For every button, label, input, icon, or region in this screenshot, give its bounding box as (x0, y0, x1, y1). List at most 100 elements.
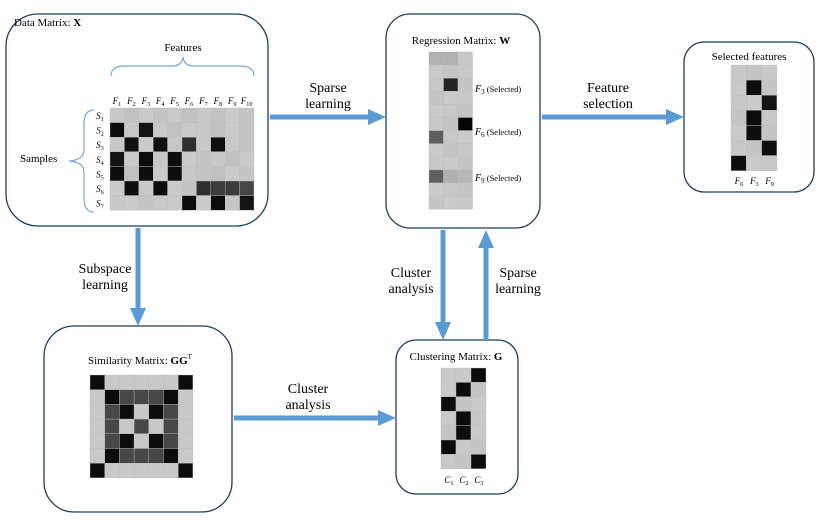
data-matrix-col-label: F1 (112, 96, 122, 108)
regression-matrix-cell (443, 195, 459, 210)
similarity-matrix-cell (177, 389, 194, 405)
regression-matrix-cell (428, 169, 444, 184)
clustering-matrix-cell (470, 425, 487, 441)
regression-matrix-cell (443, 91, 459, 105)
similarity-matrix-cell (148, 404, 164, 420)
data-matrix-cell (138, 195, 154, 211)
data-matrix-cell (124, 166, 140, 182)
similarity-matrix-cell (148, 448, 164, 464)
data-matrix-title: Data Matrix: X (14, 17, 81, 29)
selected-features-cell (746, 140, 762, 156)
clustering-matrix-cell (455, 367, 472, 383)
arrow-sparse-learning-up (478, 230, 494, 340)
selected-features-col-label: F9 (764, 176, 774, 188)
data-matrix-row-label: S2 (96, 126, 104, 138)
data-matrix-col-label: F2 (126, 96, 136, 108)
similarity-matrix-cell (119, 433, 135, 449)
data-matrix-row-label: S4 (96, 155, 105, 167)
clustering-matrix-cell (455, 411, 472, 426)
clustering-matrix-cell (440, 439, 457, 455)
selected-features-cell (730, 140, 747, 156)
regression-matrix-cell (457, 169, 473, 184)
data-matrix-cell (210, 166, 226, 182)
data-matrix-cell (224, 136, 240, 152)
regression-matrix-cell (443, 104, 459, 118)
data-matrix-row-label: S7 (96, 199, 104, 211)
clustering-matrix-cell (470, 439, 487, 455)
regression-matrix-cell (428, 195, 444, 210)
data-matrix-cell (138, 166, 154, 182)
data-matrix-cell (167, 122, 183, 138)
regression-matrix-cell (443, 143, 459, 157)
label-sparse-learning-top-1: Sparse (309, 81, 346, 96)
features-label: Features (164, 42, 201, 54)
similarity-matrix-cell (163, 374, 179, 390)
data-matrix-cell (167, 166, 183, 182)
data-matrix-cell (152, 122, 168, 138)
data-matrix-cell (239, 166, 255, 182)
similarity-matrix-cell (89, 448, 105, 464)
similarity-matrix-cell (104, 389, 120, 405)
similarity-matrix-cell (89, 418, 105, 435)
regression-matrix-cell (443, 156, 459, 171)
regression-matrix-title: Regression Matrix: W (412, 35, 510, 47)
label-subspace-learning-2: learning (82, 278, 128, 293)
arrow-subspace-learning (130, 228, 146, 326)
data-matrix-cell (224, 151, 240, 167)
data-matrix-cell (196, 151, 211, 167)
label-feature-selection-2: selection (583, 97, 633, 112)
data-matrix-cell (210, 180, 226, 196)
clustering-matrix-cell (440, 411, 457, 426)
selected-features-cell (730, 155, 747, 171)
clustering-matrix-cell (470, 396, 487, 412)
data-matrix-cell (138, 107, 154, 123)
data-matrix-cell (167, 151, 183, 167)
regression-selected-label: F9 (Selected) (474, 173, 521, 185)
similarity-matrix-cell (177, 448, 194, 464)
arrow-feature-selection (542, 109, 684, 125)
data-matrix-cell (196, 122, 211, 138)
data-matrix-cell (167, 107, 183, 123)
clustering-matrix-cell (440, 367, 457, 383)
samples-brace (68, 109, 95, 213)
regression-matrix-cell (457, 143, 473, 157)
selected-features-cell (730, 125, 747, 141)
label-cluster-analysis-vertical-1: Cluster (391, 266, 432, 281)
data-matrix-cell (239, 136, 255, 152)
similarity-matrix-cell (89, 389, 105, 405)
similarity-matrix-cell (177, 433, 194, 449)
data-matrix-cell (196, 180, 211, 196)
regression-matrix-cell (443, 51, 459, 66)
data-matrix-cell (124, 136, 140, 152)
regression-matrix-cell (428, 104, 444, 118)
data-matrix-cell (181, 122, 197, 138)
similarity-matrix-cell (148, 463, 164, 479)
regression-matrix-cell (457, 156, 473, 171)
regression-matrix-cell (457, 91, 473, 105)
data-matrix-cell (196, 166, 211, 182)
data-matrix-cell (196, 136, 211, 152)
regression-matrix-cell (428, 117, 444, 131)
selected-features-cell (746, 64, 762, 81)
selected-features-cell (761, 140, 778, 156)
regression-matrix-cell (428, 77, 444, 92)
regression-selected-label: F6 (Selected) (474, 127, 521, 139)
selected-features-col-label: F3 (749, 176, 759, 188)
data-matrix-cell (224, 166, 240, 182)
data-matrix-cell (138, 180, 154, 196)
similarity-matrix-cell (119, 463, 135, 479)
similarity-matrix-cell (133, 433, 150, 449)
regression-matrix-cell (443, 130, 459, 144)
data-matrix-cell (181, 166, 197, 182)
similarity-matrix-cell (148, 374, 164, 390)
clustering-matrix-title: Clustering Matrix: G (410, 351, 503, 363)
data-matrix-cell (109, 151, 125, 167)
similarity-matrix-cell (177, 463, 194, 479)
similarity-matrix-cell (177, 374, 194, 390)
regression-matrix-cell (443, 64, 459, 79)
data-matrix-cell (109, 122, 125, 138)
similarity-matrix-cell (89, 374, 105, 390)
label-cluster-analysis-vertical-2: analysis (388, 282, 433, 297)
data-matrix-cell (181, 151, 197, 167)
